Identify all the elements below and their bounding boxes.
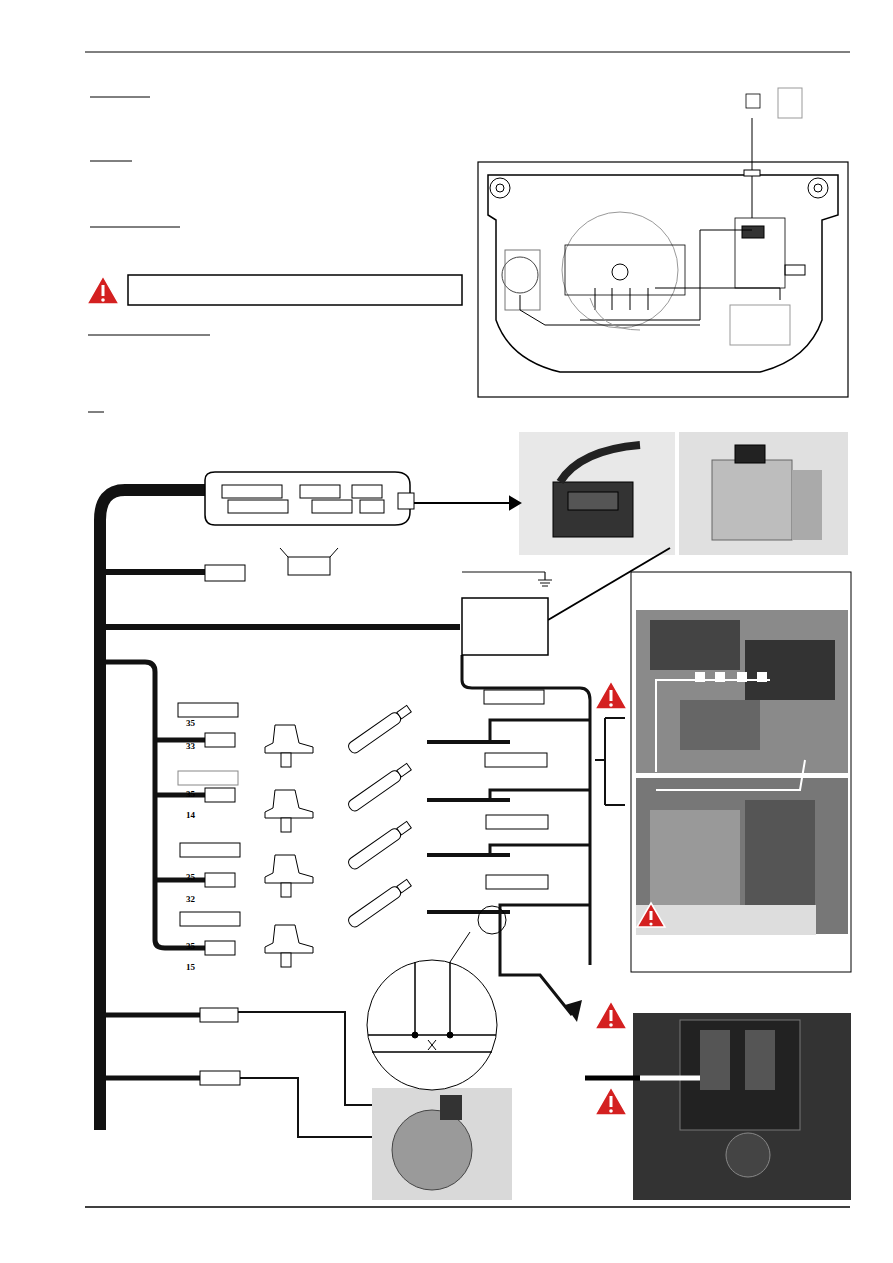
- pin-number: 35: [186, 941, 195, 951]
- footer-rule: [85, 1206, 850, 1208]
- pin-number: 35: [186, 789, 195, 799]
- car-floor-plan: [478, 88, 848, 397]
- pin-number: 14: [186, 810, 195, 820]
- pin-number: 35: [186, 718, 195, 728]
- pin-number: 15: [186, 962, 195, 972]
- header-rule: [85, 52, 850, 53]
- heading-underlines: [88, 97, 210, 412]
- connector-symbols: [178, 472, 548, 1085]
- injector-symbols: [265, 704, 412, 967]
- wiring-harness: [100, 490, 625, 1137]
- pin-number: 32: [186, 894, 195, 904]
- pin-number: 35: [186, 872, 195, 882]
- warning-triangles: [87, 276, 665, 1115]
- pin-number: 33: [186, 741, 195, 751]
- detail-magnifier: [367, 906, 506, 1090]
- warning-box: [128, 275, 462, 305]
